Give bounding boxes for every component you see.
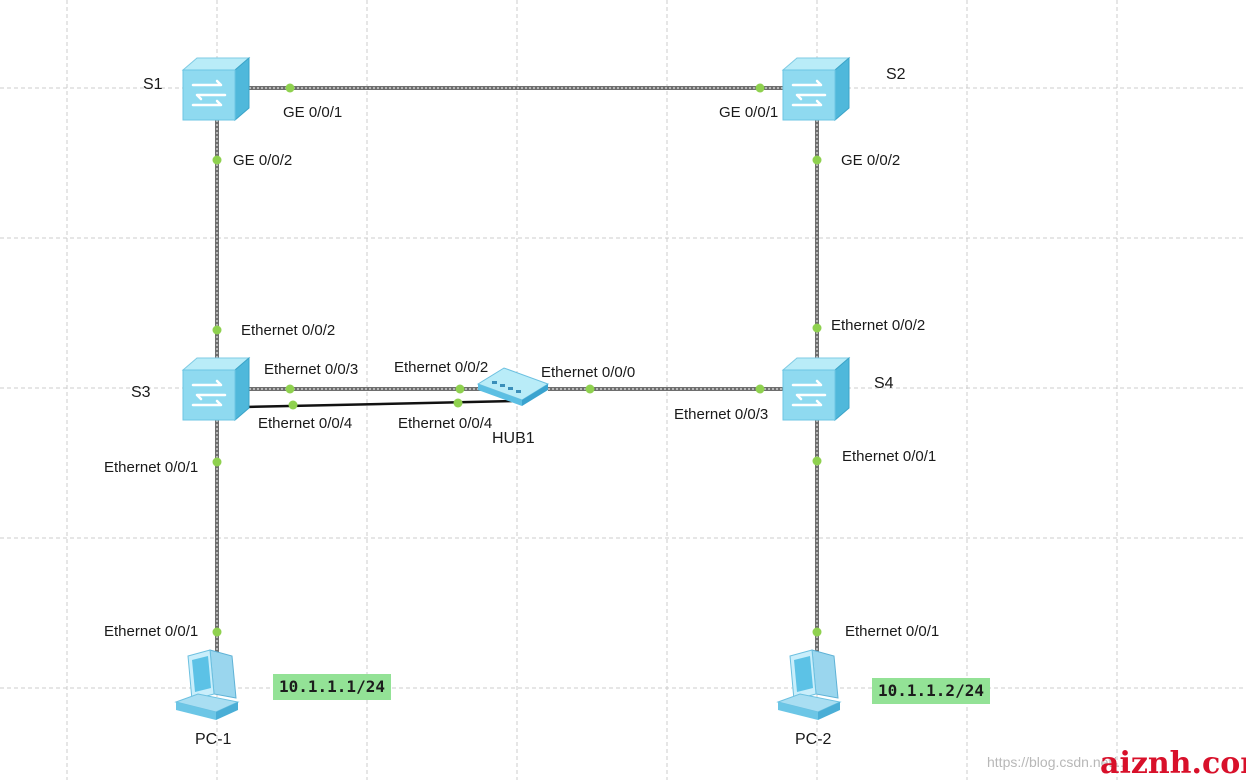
pc-icon[interactable] <box>175 649 239 721</box>
port-label-s3-eth003: Ethernet 0/0/3 <box>264 361 359 378</box>
port-dot <box>755 384 765 394</box>
port-dot <box>812 627 822 637</box>
port-dot <box>812 155 822 165</box>
port-label-s1-ge002: GE 0/0/2 <box>233 152 293 169</box>
port-label-s4-eth001: Ethernet 0/0/1 <box>842 448 937 465</box>
port-dot <box>285 384 295 394</box>
switch-icon[interactable] <box>181 356 251 422</box>
watermark-text: https://blog.csdn.net/... <box>987 754 1128 770</box>
ip-label-pc2: 10.1.1.2/24 <box>872 678 990 704</box>
switch-icon[interactable] <box>781 356 851 422</box>
device-label-s2: S2 <box>886 66 906 83</box>
switch-icon[interactable] <box>181 56 251 122</box>
device-label-s4: S4 <box>874 375 894 392</box>
port-label-hub-eth000: Ethernet 0/0/0 <box>541 364 636 381</box>
port-dot <box>212 325 222 335</box>
hub-icon[interactable] <box>476 367 550 406</box>
port-label-pc1-eth001: Ethernet 0/0/1 <box>104 623 199 640</box>
device-label-s1: S1 <box>143 76 163 93</box>
port-dot <box>812 323 822 333</box>
port-label-s2-ge001: GE 0/0/1 <box>719 104 779 121</box>
device-label-pc1: PC-1 <box>195 731 232 748</box>
port-dot <box>453 398 463 408</box>
port-dot <box>212 457 222 467</box>
device-label-s3: S3 <box>131 384 151 401</box>
port-dot <box>212 627 222 637</box>
port-dot <box>585 384 595 394</box>
port-label-s3-eth002: Ethernet 0/0/2 <box>241 322 336 339</box>
port-label-s1-ge001: GE 0/0/1 <box>283 104 343 121</box>
port-label-s3-eth001: Ethernet 0/0/1 <box>104 459 199 476</box>
port-dots <box>212 83 822 637</box>
port-dot <box>288 400 298 410</box>
port-label-pc2-eth001: Ethernet 0/0/1 <box>845 623 940 640</box>
port-dot <box>455 384 465 394</box>
device-label-hub1: HUB1 <box>492 430 535 447</box>
port-label-hub-eth002: Ethernet 0/0/2 <box>394 359 489 376</box>
site-logo: aiznh.com <box>1100 746 1246 781</box>
switch-icon[interactable] <box>781 56 851 122</box>
port-label-hub-eth004: Ethernet 0/0/4 <box>398 415 493 432</box>
link-s3-hub-eth4 <box>244 399 517 409</box>
pc-icon[interactable] <box>777 649 841 721</box>
port-dot <box>812 456 822 466</box>
port-dot <box>755 83 765 93</box>
port-label-s2-ge002: GE 0/0/2 <box>841 152 901 169</box>
device-label-pc2: PC-2 <box>795 731 832 748</box>
port-dot <box>285 83 295 93</box>
port-label-s4-eth002: Ethernet 0/0/2 <box>831 317 926 334</box>
port-label-s4-eth003: Ethernet 0/0/3 <box>674 406 769 423</box>
ip-label-pc1: 10.1.1.1/24 <box>273 674 391 700</box>
port-label-s3-eth004: Ethernet 0/0/4 <box>258 415 353 432</box>
port-dot <box>212 155 222 165</box>
